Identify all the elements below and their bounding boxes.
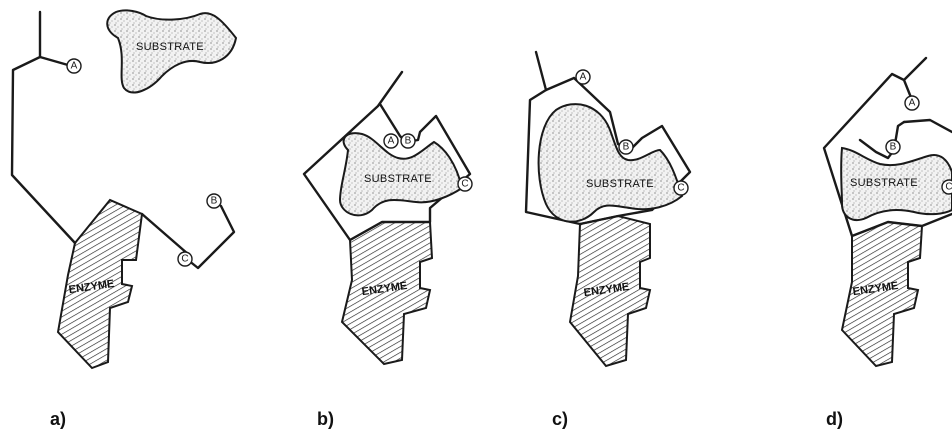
panel-d-caption: d) [826, 409, 843, 430]
svg-text:B: B [623, 142, 630, 153]
site-a-marker: A [67, 59, 81, 73]
panel-a: SUBSTRATE ENZYME A B C [12, 10, 236, 368]
site-b-marker: B [886, 140, 900, 154]
site-b-marker: B [401, 134, 415, 148]
site-a-marker: A [576, 70, 590, 84]
svg-text:A: A [71, 61, 78, 72]
substrate-label: SUBSTRATE [586, 178, 654, 190]
site-b-marker: B [207, 194, 221, 208]
site-c-marker: C [178, 252, 192, 266]
svg-text:A: A [388, 136, 395, 147]
panel-b-caption: b) [317, 409, 334, 430]
svg-text:A: A [580, 72, 587, 83]
panel-c: SUBSTRATE ENZYME A B C [526, 52, 690, 366]
site-c-marker: C [942, 180, 952, 194]
svg-text:B: B [405, 136, 412, 147]
panel-c-caption: c) [552, 409, 568, 430]
svg-text:B: B [211, 196, 218, 207]
panel-d: SUBSTRATE ENZYME A B C [824, 58, 952, 366]
active-site-chain [12, 12, 75, 243]
svg-text:C: C [181, 254, 188, 265]
active-site-arm-a [546, 78, 574, 90]
site-c-marker: C [674, 181, 688, 195]
svg-text:C: C [677, 183, 684, 194]
panel-a-caption: a) [50, 409, 66, 430]
site-b-marker: B [619, 140, 633, 154]
substrate-label: SUBSTRATE [136, 41, 204, 53]
active-site-arm-a [40, 57, 68, 65]
substrate-label: SUBSTRATE [364, 173, 432, 185]
site-a-marker: A [384, 134, 398, 148]
svg-text:A: A [909, 98, 916, 109]
substrate-molecule [539, 104, 682, 222]
substrate-label: SUBSTRATE [850, 177, 918, 189]
panel-b: SUBSTRATE ENZYME A B C [304, 72, 472, 364]
svg-text:C: C [945, 182, 952, 193]
site-c-marker: C [458, 177, 472, 191]
svg-text:B: B [890, 142, 897, 153]
svg-text:C: C [461, 179, 468, 190]
active-site-arm-b [904, 120, 952, 132]
site-a-marker: A [905, 96, 919, 110]
